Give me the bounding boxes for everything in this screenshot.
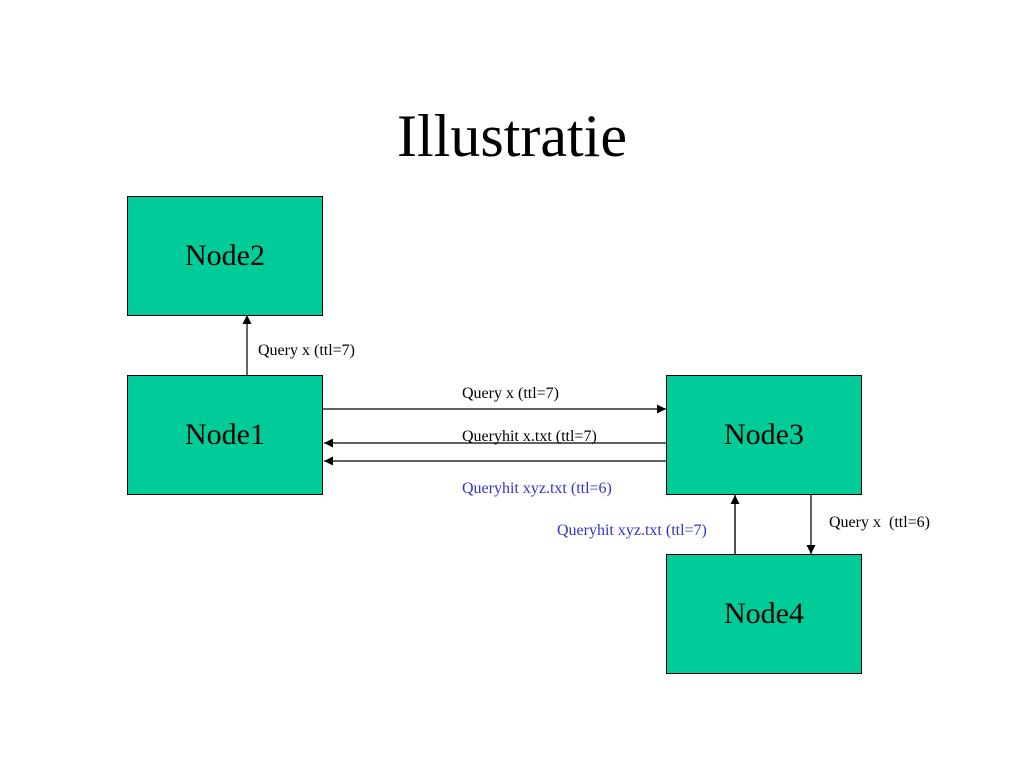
node1-box: Node1 — [127, 375, 323, 495]
node3-label: Node3 — [724, 418, 804, 451]
node2-label: Node2 — [185, 239, 265, 272]
node4-label: Node4 — [724, 597, 804, 630]
edge-label-node3-node1: Queryhit x.txt (ttl=7) — [462, 428, 597, 445]
node4-box: Node4 — [666, 554, 862, 674]
node3-box: Node3 — [666, 375, 862, 495]
edge-label-node4-node3: Queryhit xyz.txt (ttl=7) — [557, 522, 707, 539]
edge-label-node1-node3: Query x (ttl=7) — [462, 385, 559, 402]
edge-label-node1-node2: Query x (ttl=7) — [258, 342, 355, 359]
edge-label-relay-node1: Queryhit xyz.txt (ttl=6) — [462, 480, 612, 497]
edge-label-node3-node4: Query x (ttl=6) — [829, 514, 930, 531]
slide-title: Illustratie — [397, 103, 627, 169]
node2-box: Node2 — [127, 196, 323, 316]
node1-label: Node1 — [185, 418, 265, 451]
